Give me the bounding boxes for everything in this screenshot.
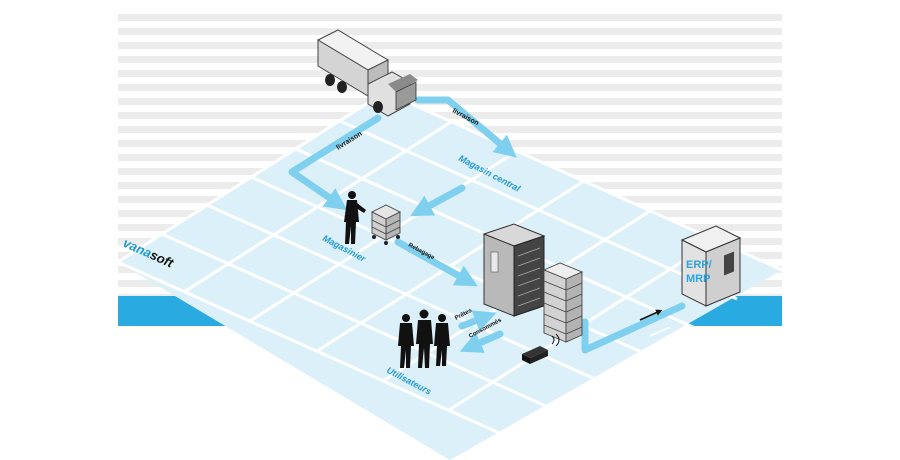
handheld-scanner-icon [522,333,560,364]
erp-server-icon [680,225,742,307]
arrow-central-to-magasinier [410,184,466,217]
arrow-from-erp-icon [649,326,671,337]
arrow-truck-to-magasin-central [414,96,517,158]
shelving-rack-icon [542,262,584,343]
smart-locker-icon [482,223,546,317]
arrow-pretes [458,310,497,332]
users-group-icon [398,309,450,368]
arrow-rebagage-to-locker [394,238,478,287]
flow-arrows [288,96,686,354]
worker-magasinier-icon [344,191,366,244]
arrow-to-erp-icon [639,309,663,321]
erp-label-line2: MRP [686,273,710,285]
delivery-truck-icon [316,29,418,117]
arrow-truck-to-magasinier [288,114,382,211]
arrow-consommes [459,330,504,353]
erp-label-line1: ERP/ [686,259,712,271]
link-locker-to-erp [581,302,686,354]
rolling-cart-icon [370,204,402,245]
